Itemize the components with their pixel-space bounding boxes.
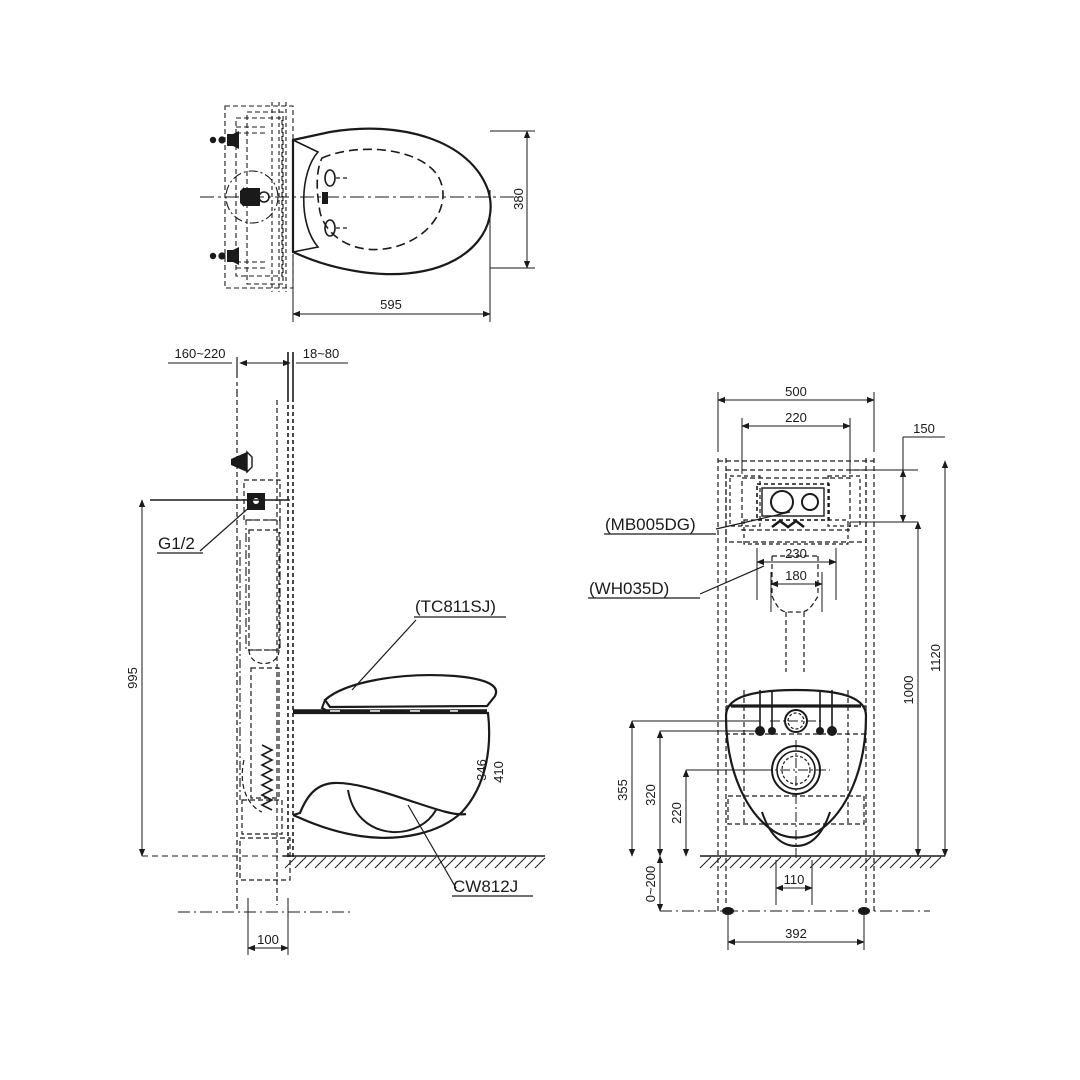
dim-plan-depth: 595	[292, 190, 491, 322]
front-inlet-pipe	[771, 555, 819, 672]
side-bowl-skirt	[292, 781, 467, 817]
front-floor-hatch	[699, 856, 942, 869]
side-bowl-outline	[292, 711, 491, 839]
dim-label-595: 595	[380, 297, 402, 312]
dim-label-355: 355	[615, 779, 630, 801]
dim-label-0-200: 0~200	[643, 866, 658, 903]
callout-label-tc811sj: (TC811SJ)	[415, 597, 496, 616]
dim-label-346: 346	[474, 759, 489, 781]
front-bowl-outline	[724, 688, 868, 839]
callout-label-g12: G1/2	[158, 534, 195, 553]
callout-label-cw812j: CW812J	[453, 877, 518, 896]
dim-front-220: 220	[741, 410, 851, 474]
dim-front-320: 320	[643, 730, 760, 857]
dim-label-410: 410	[491, 761, 506, 783]
dim-front-230: 230	[756, 546, 837, 600]
flush-button-small	[801, 493, 819, 511]
side-cistern-outline	[239, 519, 281, 800]
dim-front-150: 150	[850, 421, 945, 523]
dim-label-100: 100	[257, 932, 279, 947]
dim-plan-width: 380	[490, 130, 535, 269]
dim-label-1120: 1120	[928, 644, 943, 672]
callout-tc811sj: (TC811SJ)	[351, 597, 506, 691]
plan-view-group: 380 595	[200, 102, 535, 322]
side-floor-hatch	[284, 856, 546, 869]
dim-front-180: 180	[770, 568, 823, 612]
dim-front-0-200: 0~200	[643, 855, 664, 912]
front-fixing-bolts	[755, 690, 837, 736]
front-plate-surround	[729, 475, 861, 545]
front-waste-openings	[762, 709, 830, 860]
side-frame-members	[236, 392, 291, 912]
dim-label-995: 995	[125, 667, 140, 689]
dim-label-230: 230	[785, 546, 807, 561]
callout-wh035d: (WH035D)	[588, 565, 765, 599]
plan-bowl-back	[292, 139, 320, 253]
dim-side-100: 100	[247, 898, 289, 955]
callout-g12: G1/2	[157, 504, 253, 554]
side-wall-face	[287, 352, 294, 860]
front-bowl-guides	[725, 690, 867, 825]
side-flexible-pipe	[260, 744, 274, 811]
dim-front-500: 500	[717, 384, 875, 452]
dim-label-320: 320	[643, 784, 658, 806]
side-elevation-group: 160~220 18~80	[125, 346, 546, 955]
dim-label-380: 380	[511, 188, 526, 210]
dim-label-180: 180	[785, 568, 807, 583]
front-bowl-skirt	[761, 811, 831, 848]
flush-button-large	[770, 490, 794, 514]
dim-front-1120: 1120	[928, 460, 949, 857]
dim-front-110: 110	[775, 860, 813, 905]
dim-side-995: 995	[125, 499, 146, 857]
callout-mb005dg: (MB005DG)	[604, 511, 791, 535]
front-elevation-group: 500 220 150 230	[588, 384, 949, 950]
callout-label-mb005dg: (MB005DG)	[605, 515, 696, 534]
callout-label-wh035d: (WH035D)	[589, 579, 669, 598]
plan-bowl-outline	[291, 127, 492, 276]
dim-label-150: 150	[913, 421, 935, 436]
dim-front-220-waste: 220	[669, 769, 772, 857]
dim-side-top: 160~220 18~80	[168, 346, 348, 392]
callout-cw812j: CW812J	[407, 804, 533, 897]
plan-fixing-symbols	[209, 131, 270, 265]
front-frame-outline	[717, 458, 875, 912]
dim-label-18-80: 18~80	[303, 346, 340, 361]
side-bowl-trap	[347, 789, 437, 834]
side-seat-outline	[323, 674, 498, 709]
dim-front-1000: 1000	[901, 521, 922, 857]
dim-front-392: 392	[727, 915, 865, 950]
dim-label-1000: 1000	[901, 676, 916, 705]
dim-label-220-plate: 220	[785, 410, 807, 425]
dim-label-110: 110	[784, 872, 805, 887]
dim-label-392: 392	[785, 926, 807, 941]
dim-label-160-220: 160~220	[175, 346, 226, 361]
dim-label-500: 500	[785, 384, 807, 399]
dim-label-220-waste: 220	[669, 802, 684, 824]
dim-front-355: 355	[615, 720, 760, 857]
plan-seat-hinges	[322, 169, 348, 237]
